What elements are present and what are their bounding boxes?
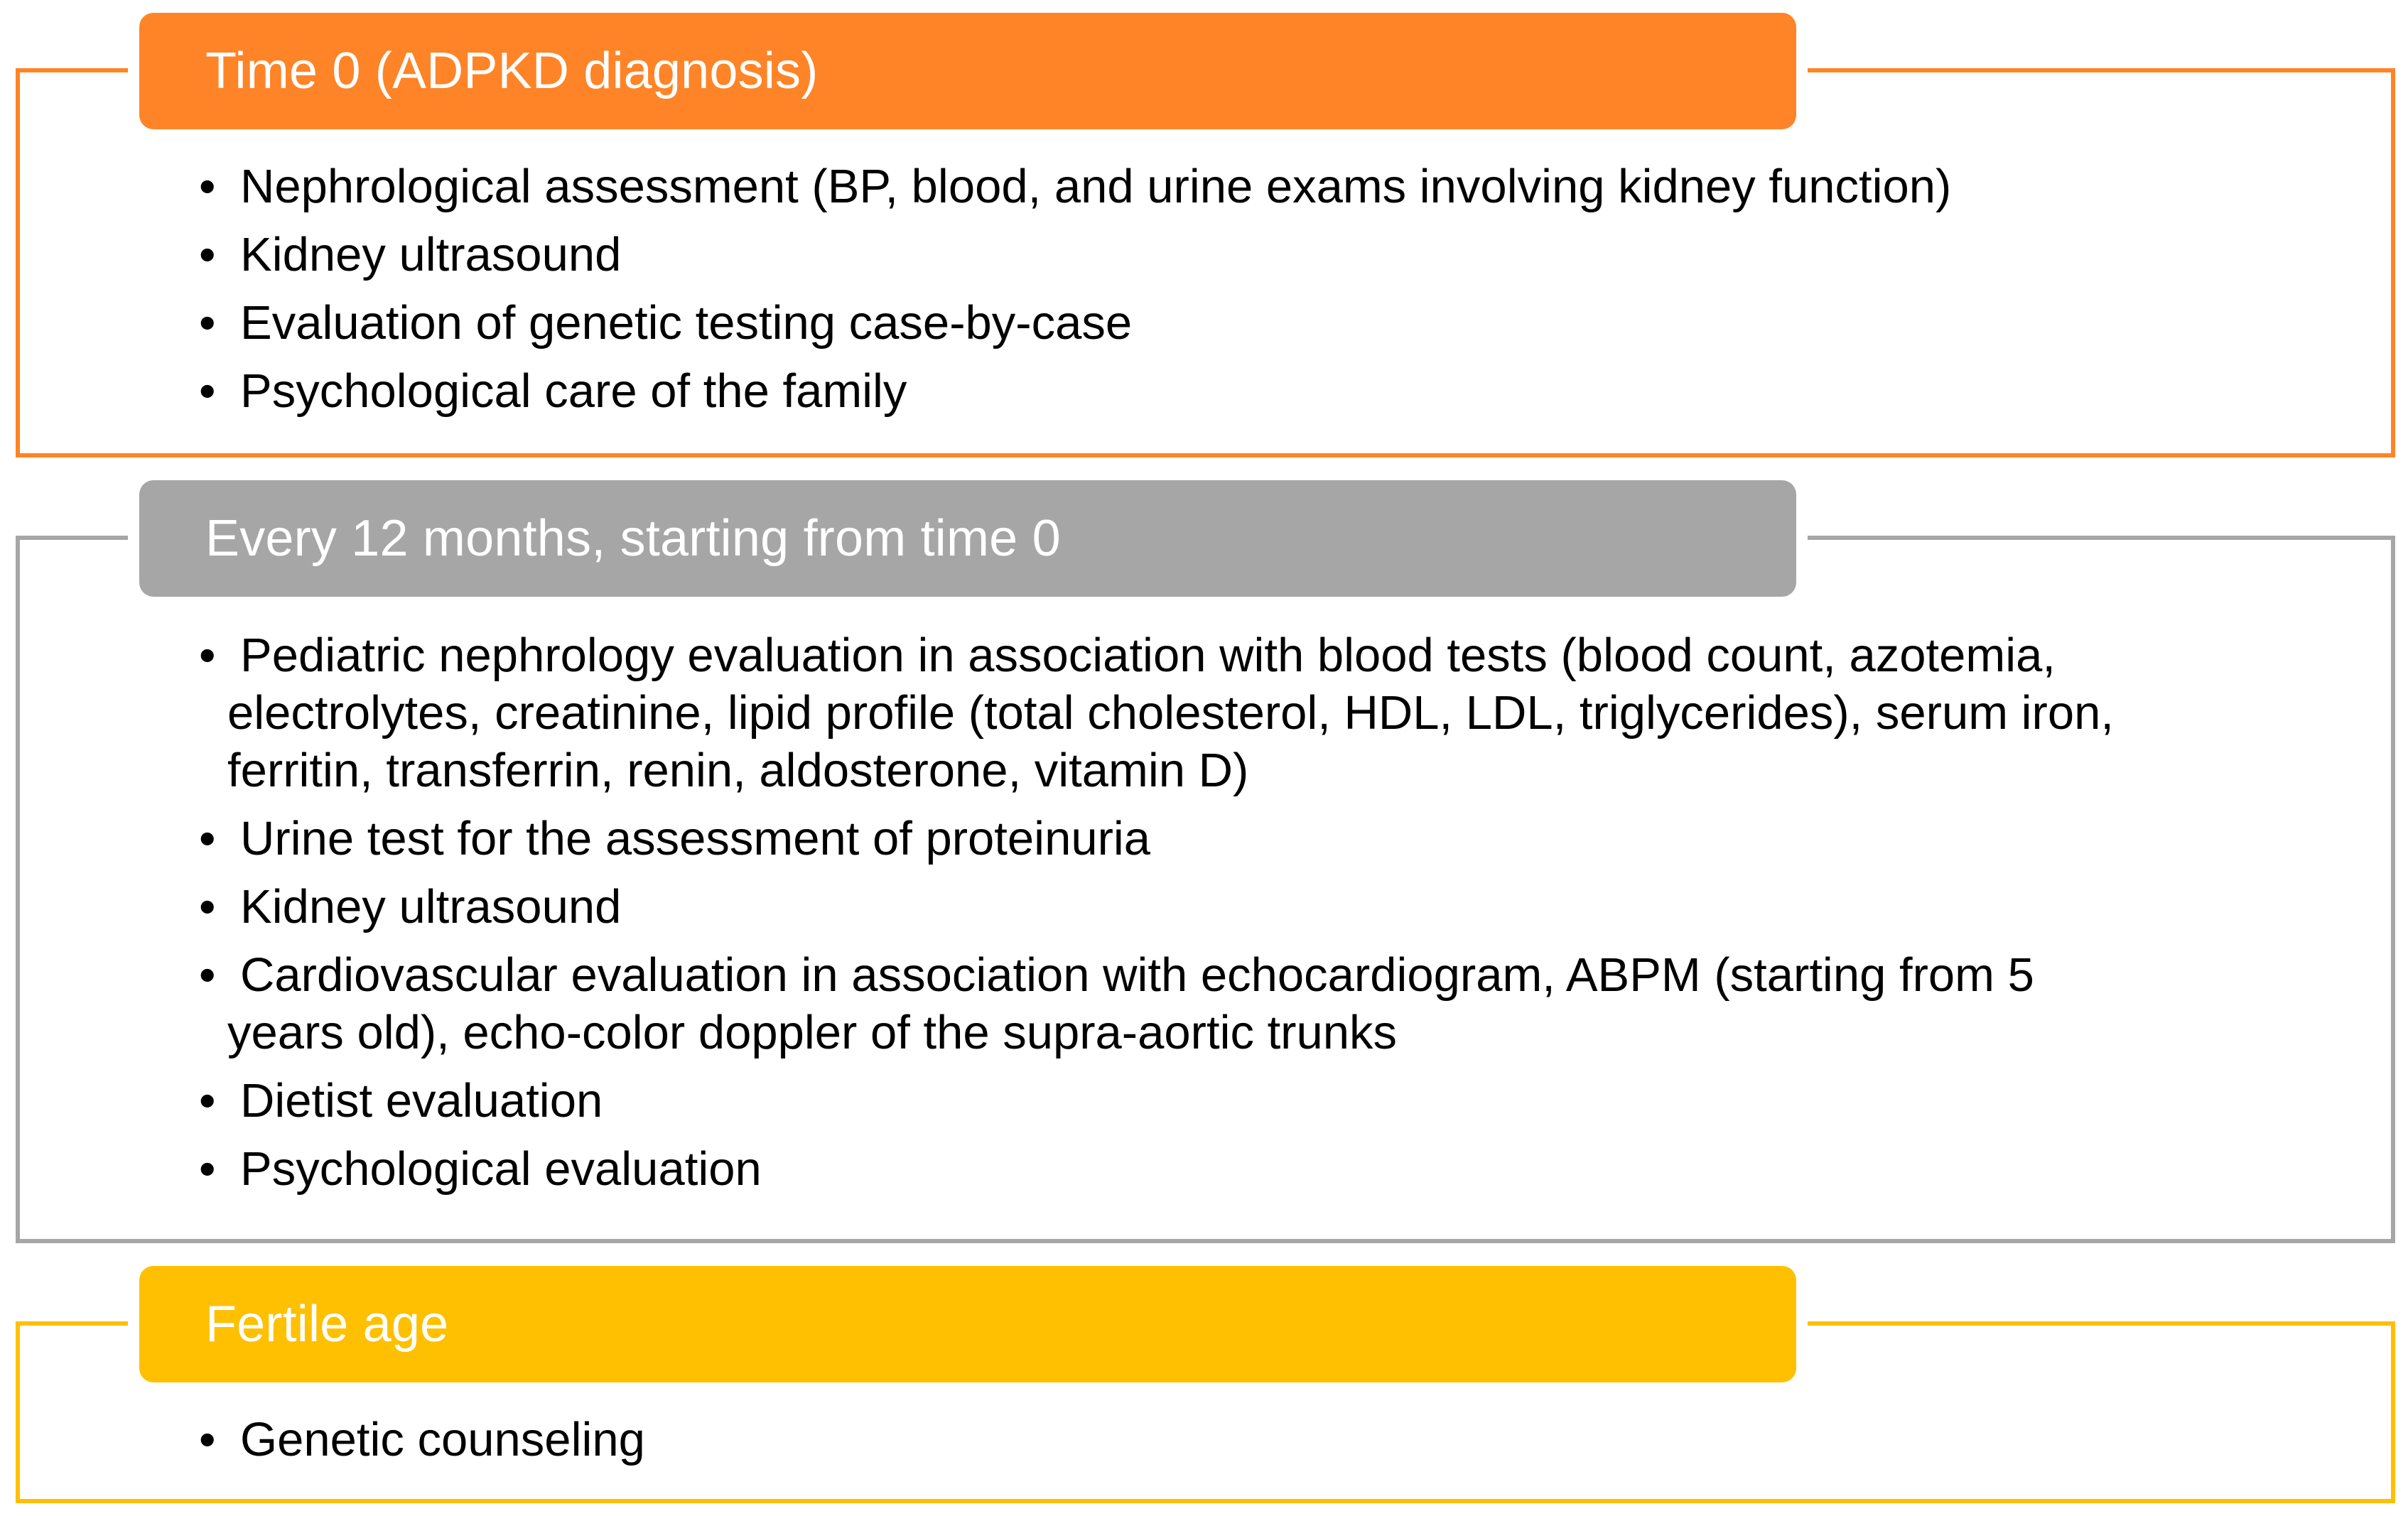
list-item: Kidney ultrasound [199, 226, 1951, 283]
list-item: Pediatric nephrology evaluation in assoc… [199, 627, 2210, 799]
list-item: Kidney ultrasound [199, 878, 2210, 936]
section-time0-list: Nephrological assessment (BP, blood, and… [199, 158, 1951, 431]
section-fertile-title: Fertile age [205, 1296, 449, 1353]
section-time0-title: Time 0 (ADPKD diagnosis) [205, 43, 819, 99]
list-item: Psychological evaluation [199, 1140, 2210, 1198]
list-item: Cardiovascular evaluation in association… [199, 946, 2146, 1061]
section-fertile-list: Genetic counseling [199, 1411, 645, 1479]
list-item: Evaluation of genetic testing case-by-ca… [199, 294, 1951, 352]
section-fertile-header: Fertile age [139, 1266, 1796, 1382]
section-annual-list: Pediatric nephrology evaluation in assoc… [199, 627, 2210, 1208]
list-item: Genetic counseling [199, 1411, 645, 1468]
list-item: Dietist evaluation [199, 1072, 2210, 1130]
list-item: Urine test for the assessment of protein… [199, 810, 2210, 867]
section-annual-header: Every 12 months, starting from time 0 [139, 480, 1796, 597]
list-item: Nephrological assessment (BP, blood, and… [199, 158, 1951, 215]
section-time0-header: Time 0 (ADPKD diagnosis) [139, 13, 1796, 129]
list-item: Psychological care of the family [199, 362, 1951, 420]
section-annual-title: Every 12 months, starting from time 0 [205, 510, 1061, 567]
